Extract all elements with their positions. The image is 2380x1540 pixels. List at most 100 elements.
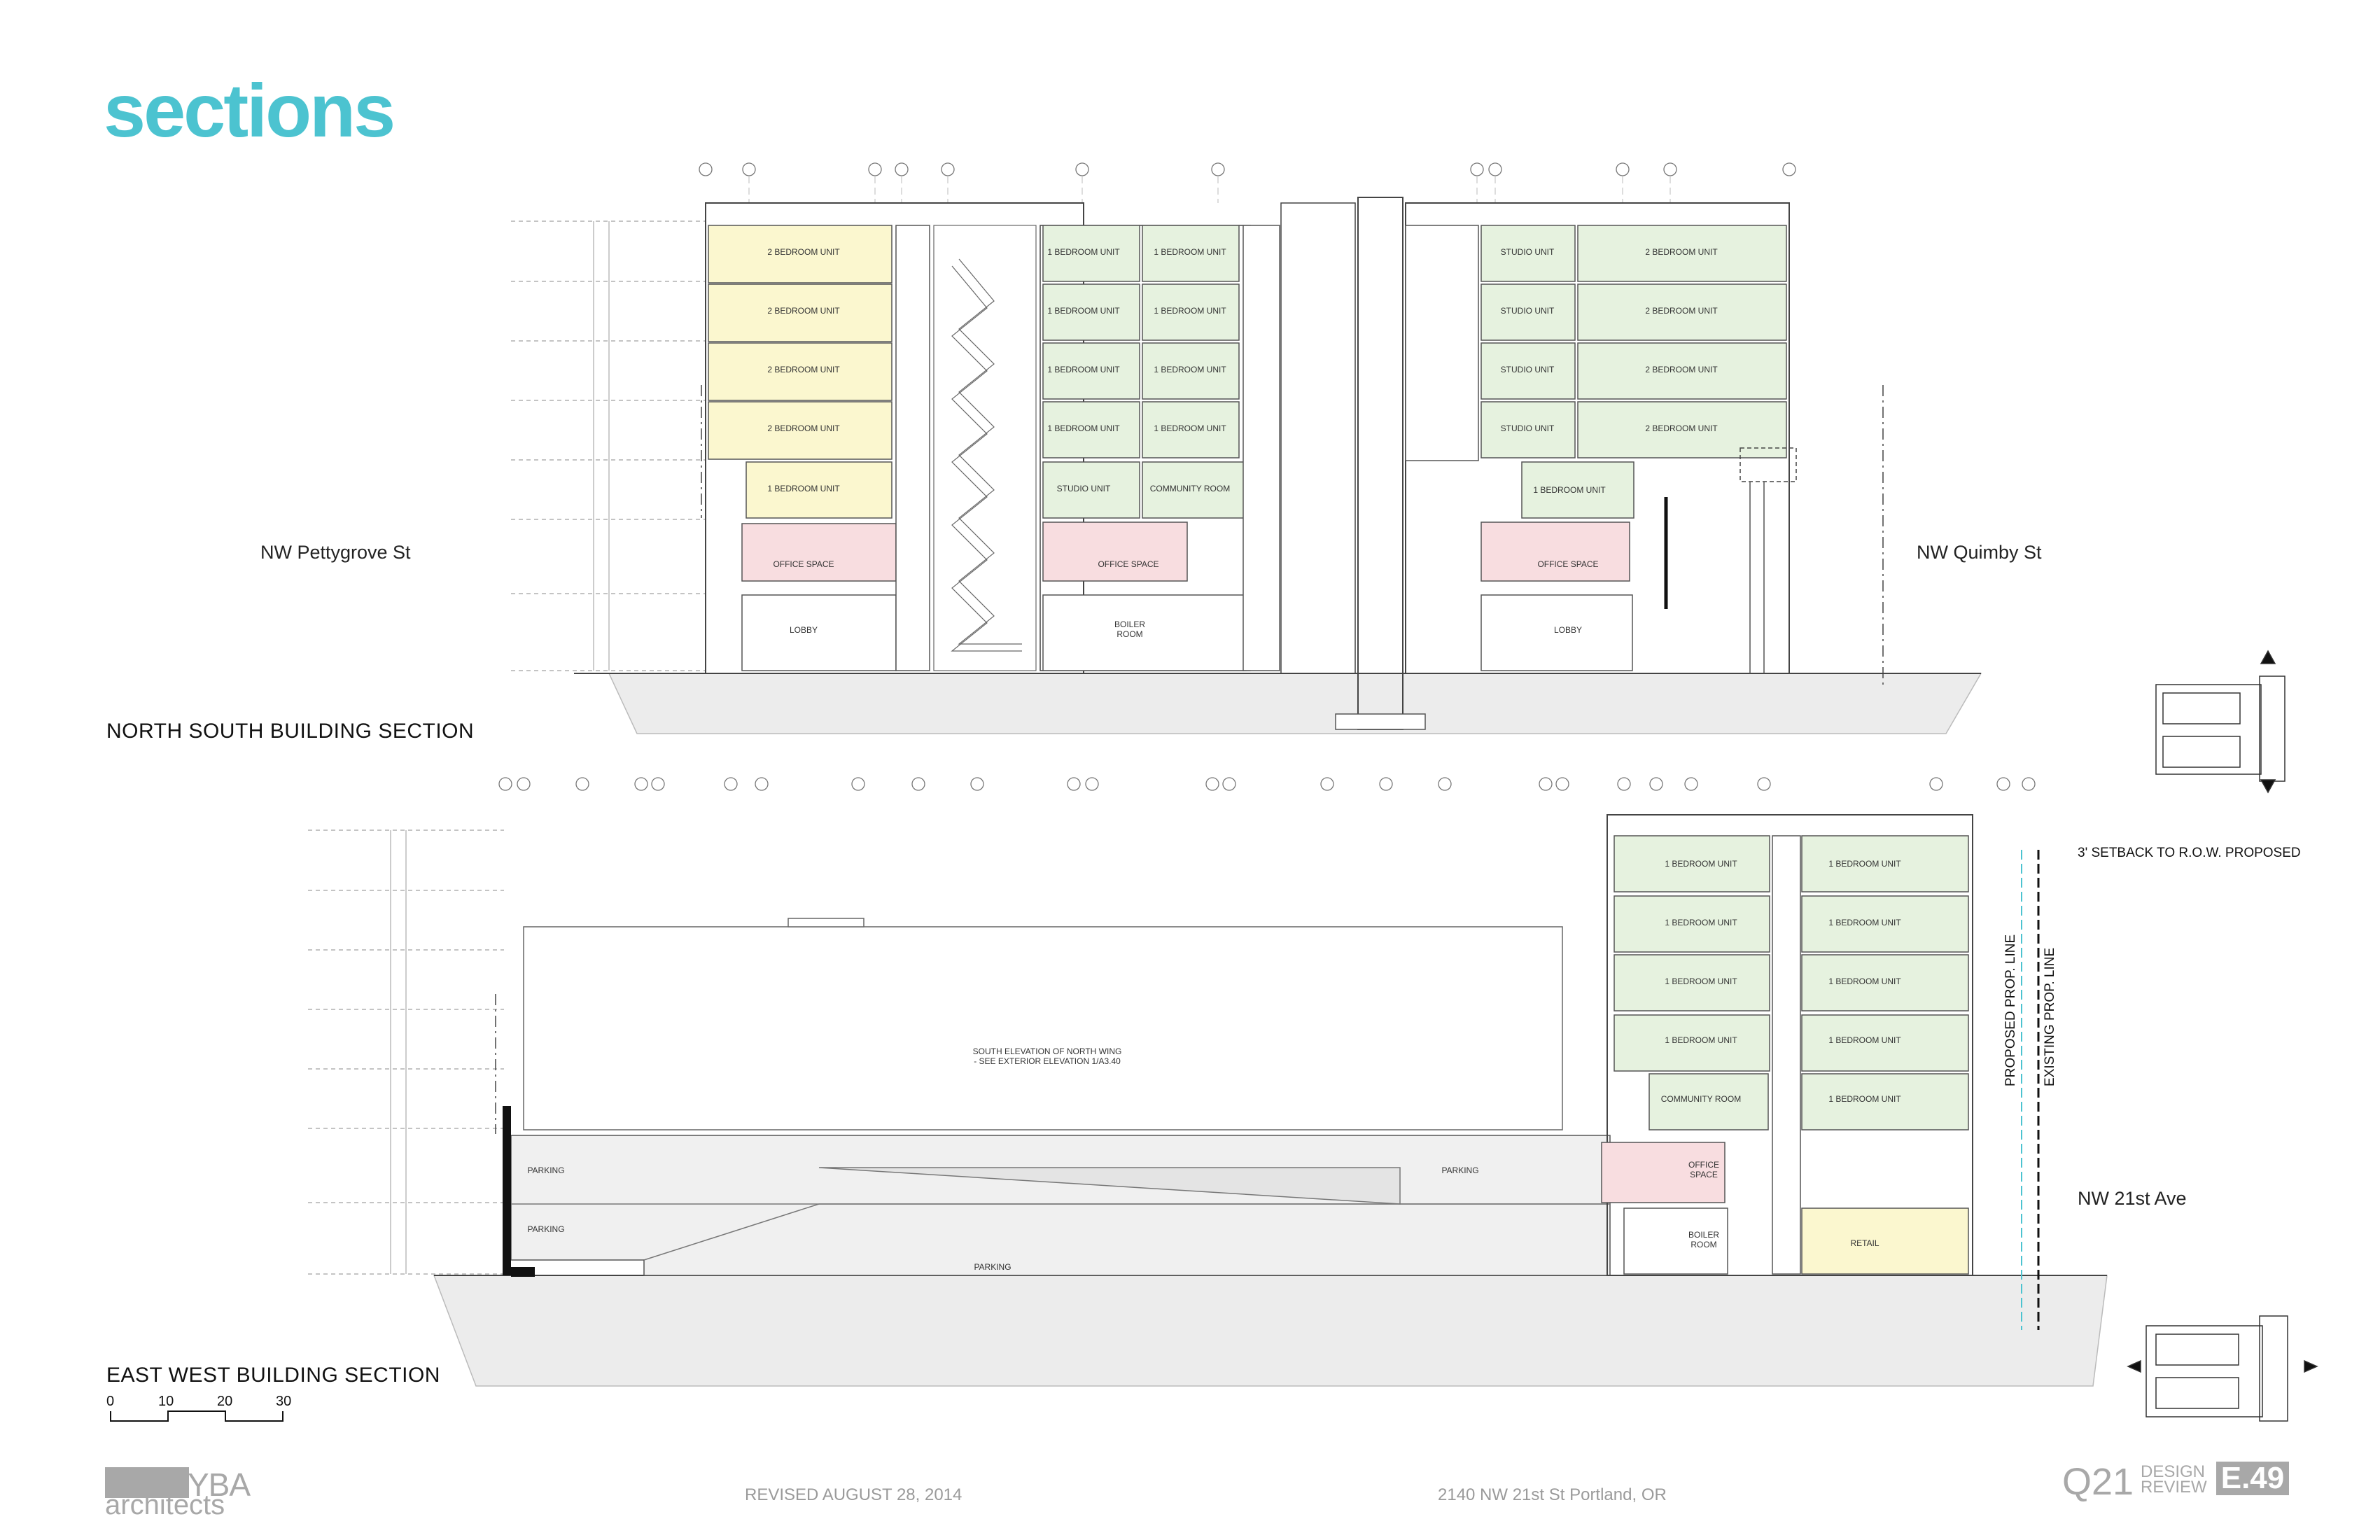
ns-west-unit-5 bbox=[708, 342, 892, 401]
scale-label-30: 30 bbox=[276, 1394, 291, 1409]
ns-west-corridor bbox=[895, 225, 930, 671]
ns-room-label: LOBBY bbox=[1554, 625, 1582, 635]
ew-ground-fill bbox=[433, 1275, 2108, 1387]
ns-ground-fill bbox=[608, 673, 1982, 734]
ew-room-label: 1 BEDROOM UNIT bbox=[1828, 1035, 1901, 1045]
ns-room-label: 1 BEDROOM UNIT bbox=[1154, 247, 1226, 257]
scale-label-0: 0 bbox=[106, 1394, 114, 1409]
east-west-section bbox=[110, 777, 2318, 1422]
revision-date: REVISED AUGUST 28, 2014 bbox=[745, 1485, 962, 1504]
ns-west-unit-4 bbox=[708, 401, 892, 460]
ew-room-label: COMMUNITY ROOM bbox=[1661, 1094, 1741, 1104]
ns-room-label: 2 BEDROOM UNIT bbox=[1645, 424, 1718, 433]
ew-room-label: ROOM bbox=[1690, 1240, 1716, 1250]
ns-room-label: 1 BEDROOM UNIT bbox=[1533, 485, 1606, 495]
ns-room-label: 2 BEDROOM UNIT bbox=[767, 365, 840, 374]
ew-room-label: 1 BEDROOM UNIT bbox=[1828, 918, 1901, 927]
ns-room-label: 2 BEDROOM UNIT bbox=[767, 306, 840, 316]
ns-elevator-shaft bbox=[1357, 197, 1404, 730]
ns-room-label: BOILER bbox=[1114, 620, 1145, 629]
ns-west-unit-6 bbox=[708, 284, 892, 342]
ns-room-label: 2 BEDROOM UNIT bbox=[1645, 365, 1718, 374]
ns-room-label: 2 BEDROOM UNIT bbox=[1645, 306, 1718, 316]
ew-room-label: 1 BEDROOM UNIT bbox=[1828, 976, 1901, 986]
ew-room-labels: 1 BEDROOM UNIT 1 BEDROOM UNIT 1 BEDROOM … bbox=[527, 859, 1901, 1272]
ns-room-label: 2 BEDROOM UNIT bbox=[1645, 247, 1718, 257]
ns-room-label: STUDIO UNIT bbox=[1501, 365, 1555, 374]
ns-room-labels: 2 BEDROOM UNIT 2 BEDROOM UNIT 2 BEDROOM … bbox=[767, 247, 1718, 639]
ns-room-label: OFFICE SPACE bbox=[773, 559, 834, 569]
page-title: sections bbox=[104, 68, 396, 153]
ew-elevation-note: - SEE EXTERIOR ELEVATION 1/A3.40 bbox=[974, 1056, 1121, 1066]
ns-elevator-pit bbox=[1335, 713, 1426, 730]
ew-room-label: 1 BEDROOM UNIT bbox=[1828, 859, 1901, 869]
proposed-prop-line-label: PROPOSED PROP. LINE bbox=[2003, 934, 2018, 1086]
ew-room-label: PARKING bbox=[1441, 1166, 1478, 1175]
ew-room-label: 1 BEDROOM UNIT bbox=[1828, 1094, 1901, 1104]
ew-level-markers bbox=[308, 830, 504, 1275]
ns-key-plan bbox=[2155, 650, 2286, 794]
ns-room-label: ROOM bbox=[1116, 629, 1142, 639]
sheet-number: E.49 bbox=[2216, 1462, 2289, 1495]
ew-key-plan bbox=[2127, 1315, 2318, 1422]
north-south-section bbox=[511, 162, 2286, 794]
east-west-section-title: EAST WEST BUILDING SECTION bbox=[106, 1364, 440, 1387]
ns-room-label: 1 BEDROOM UNIT bbox=[1154, 424, 1226, 433]
ns-room-label: 1 BEDROOM UNIT bbox=[1047, 424, 1120, 433]
north-south-section-title: NORTH SOUTH BUILDING SECTION bbox=[106, 720, 475, 743]
ew-parking-podium bbox=[510, 1135, 1611, 1276]
ns-room-label: 1 BEDROOM UNIT bbox=[1047, 247, 1120, 257]
ns-grid-bubbles bbox=[699, 162, 1796, 176]
design-label: DESIGN bbox=[2141, 1462, 2206, 1481]
ew-room-label: 1 BEDROOM UNIT bbox=[1665, 976, 1737, 986]
ns-room-label: STUDIO UNIT bbox=[1057, 484, 1111, 493]
ns-room-label: STUDIO UNIT bbox=[1501, 247, 1555, 257]
ew-room-label: 1 BEDROOM UNIT bbox=[1665, 918, 1737, 927]
project-address: 2140 NW 21st St Portland, OR bbox=[1438, 1485, 1667, 1504]
ew-grid-bubbles bbox=[498, 777, 2036, 791]
ew-elevation-note: SOUTH ELEVATION OF NORTH WING bbox=[973, 1046, 1122, 1056]
ew-north-wing-elevation bbox=[523, 926, 1563, 1130]
street-label-21st: NW 21st Ave bbox=[2078, 1188, 2187, 1209]
review-label: REVIEW bbox=[2141, 1478, 2207, 1497]
design-review-label: DESIGN REVIEW bbox=[2141, 1462, 2207, 1497]
scale-label-20: 20 bbox=[217, 1394, 232, 1409]
ns-room-label: 2 BEDROOM UNIT bbox=[767, 424, 840, 433]
ew-room-label: SPACE bbox=[1690, 1170, 1718, 1180]
ns-room-label: OFFICE SPACE bbox=[1537, 559, 1598, 569]
ew-east-wing bbox=[1606, 814, 1973, 1276]
ns-room-label: 1 BEDROOM UNIT bbox=[1154, 306, 1226, 316]
project-name: Q21 bbox=[2062, 1461, 2134, 1503]
setback-note: 3' SETBACK TO R.O.W. PROPOSED bbox=[2078, 846, 2301, 860]
ew-room-label: PARKING bbox=[527, 1224, 564, 1234]
ew-room-label: BOILER bbox=[1688, 1230, 1719, 1240]
ns-room-label: STUDIO UNIT bbox=[1501, 424, 1555, 433]
scale-label-10: 10 bbox=[158, 1394, 174, 1409]
ns-west-lobby bbox=[741, 594, 897, 671]
ns-west-unit-7 bbox=[708, 225, 892, 284]
logo-bar bbox=[105, 1467, 189, 1498]
ns-grid-lines bbox=[748, 176, 1671, 203]
ns-west-stair bbox=[933, 225, 1037, 671]
ns-room-label: 1 BEDROOM UNIT bbox=[767, 484, 840, 493]
scale-bar bbox=[110, 1410, 284, 1422]
ew-room-label: OFFICE bbox=[1688, 1160, 1719, 1170]
ns-west-office bbox=[741, 523, 897, 582]
ew-room-label: 1 BEDROOM UNIT bbox=[1665, 1035, 1737, 1045]
ns-room-label: 1 BEDROOM UNIT bbox=[1154, 365, 1226, 374]
scale-bar-labels: 0 10 20 30 bbox=[106, 1394, 291, 1409]
ns-room-label: STUDIO UNIT bbox=[1501, 306, 1555, 316]
ew-room-label: 1 BEDROOM UNIT bbox=[1665, 859, 1737, 869]
ns-room-label: 1 BEDROOM UNIT bbox=[1047, 365, 1120, 374]
ns-core bbox=[1280, 202, 1356, 674]
ew-room-label: PARKING bbox=[527, 1166, 564, 1175]
logo-yba: YBA bbox=[188, 1466, 251, 1503]
ew-room-label: PARKING bbox=[974, 1262, 1011, 1272]
street-label-quimby: NW Quimby St bbox=[1917, 542, 2042, 563]
ew-room-label: RETAIL bbox=[1850, 1238, 1879, 1248]
ns-level-markers bbox=[511, 220, 706, 671]
existing-prop-line-label: EXISTING PROP. LINE bbox=[2043, 948, 2057, 1086]
ns-room-label: COMMUNITY ROOM bbox=[1150, 484, 1230, 493]
ns-room-label: 1 BEDROOM UNIT bbox=[1047, 306, 1120, 316]
